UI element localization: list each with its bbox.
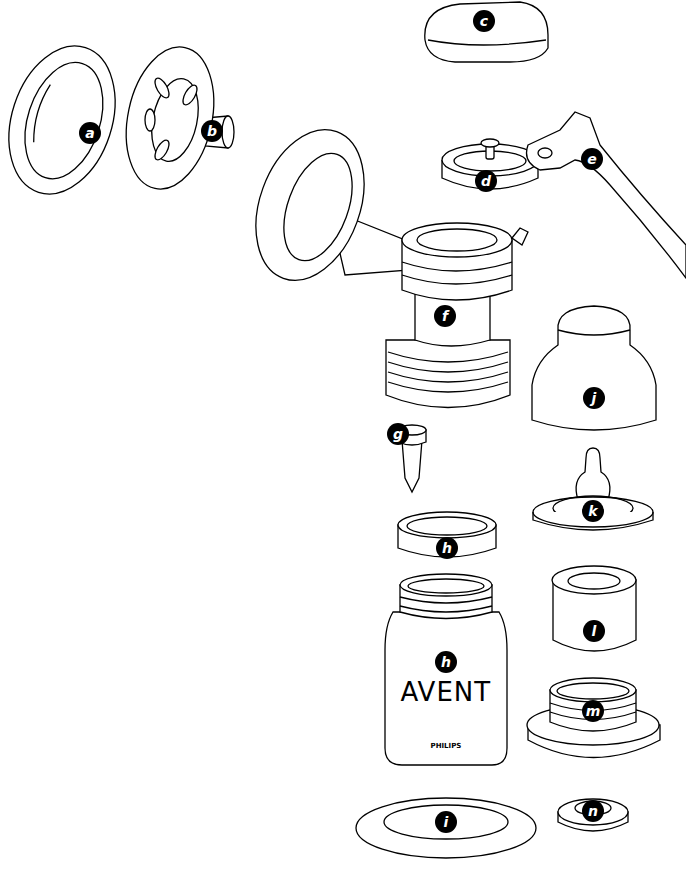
dome-cap <box>532 306 656 430</box>
callout-letter: h <box>435 651 457 673</box>
pump-body <box>236 115 528 408</box>
ring-part <box>0 32 133 207</box>
callout-letter: m <box>582 700 604 722</box>
callout-letter: n <box>582 800 604 822</box>
callout-letter: k <box>582 500 604 522</box>
callout-letter: i <box>435 811 457 833</box>
callout-letter: g <box>387 423 409 445</box>
callout-letter: h <box>436 537 458 559</box>
massage-insert <box>114 39 234 197</box>
callout-letter: c <box>473 10 495 32</box>
teat <box>533 448 653 530</box>
callout-letter: b <box>201 120 223 142</box>
brand-logo: AVENT <box>401 677 492 707</box>
screw-ring <box>552 566 636 651</box>
callout-letter: a <box>79 122 101 144</box>
base-disc <box>356 798 536 858</box>
callout-letter: f <box>434 305 456 327</box>
callout-letter: l <box>583 620 605 642</box>
adapter <box>527 678 660 758</box>
callout-letter: e <box>581 148 603 170</box>
callout-letter: j <box>583 387 605 409</box>
brand-text: PHILIPS <box>431 742 462 750</box>
cover-cap <box>425 2 548 62</box>
callout-letter: d <box>475 170 497 192</box>
small-cap <box>558 799 628 831</box>
bottle <box>385 574 507 765</box>
pump-handle <box>527 112 686 278</box>
